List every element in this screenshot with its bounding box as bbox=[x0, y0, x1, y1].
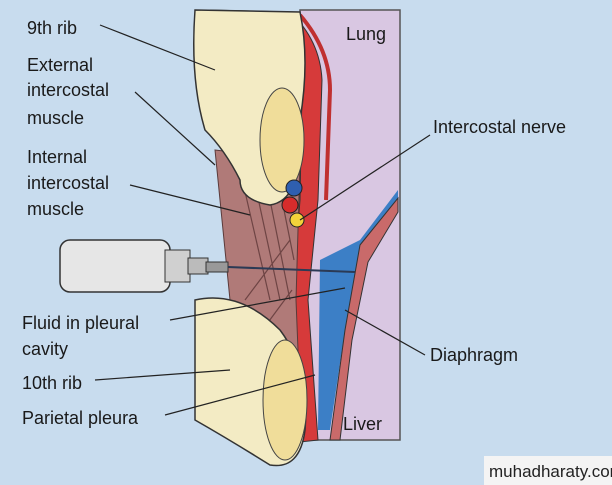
label-10th-rib: 10th rib bbox=[22, 373, 82, 393]
label-intercostal-nerve: Intercostal nerve bbox=[433, 117, 566, 137]
label-internal-2: intercostal bbox=[27, 173, 109, 193]
watermark: muhadharaty.com bbox=[489, 462, 612, 481]
label-internal-3: muscle bbox=[27, 199, 84, 219]
label-external-2: intercostal bbox=[27, 80, 109, 100]
label-external-1: External bbox=[27, 55, 93, 75]
visceral-pleura bbox=[298, 13, 333, 201]
label-liver: Liver bbox=[343, 414, 382, 434]
leader-lines bbox=[94, 24, 431, 416]
label-diaphragm: Diaphragm bbox=[430, 345, 518, 365]
syringe-icon bbox=[59, 239, 356, 293]
artery bbox=[281, 196, 299, 214]
vein bbox=[285, 179, 303, 197]
label-external-3: muscle bbox=[27, 108, 84, 128]
label-9th-rib: 9th rib bbox=[27, 18, 77, 38]
pleural-fluid bbox=[318, 190, 398, 430]
label-lung: Lung bbox=[346, 24, 386, 44]
diaphragm bbox=[329, 196, 399, 441]
nerve bbox=[289, 212, 305, 228]
watermark-bg bbox=[484, 456, 612, 485]
label-internal-1: Internal bbox=[27, 147, 87, 167]
label-fluid-2: cavity bbox=[22, 339, 68, 359]
label-parietal-pleura: Parietal pleura bbox=[22, 408, 139, 428]
rib-10-marrow bbox=[262, 339, 308, 461]
rib-9-marrow bbox=[259, 87, 305, 193]
label-fluid-1: Fluid in pleural bbox=[22, 313, 139, 333]
